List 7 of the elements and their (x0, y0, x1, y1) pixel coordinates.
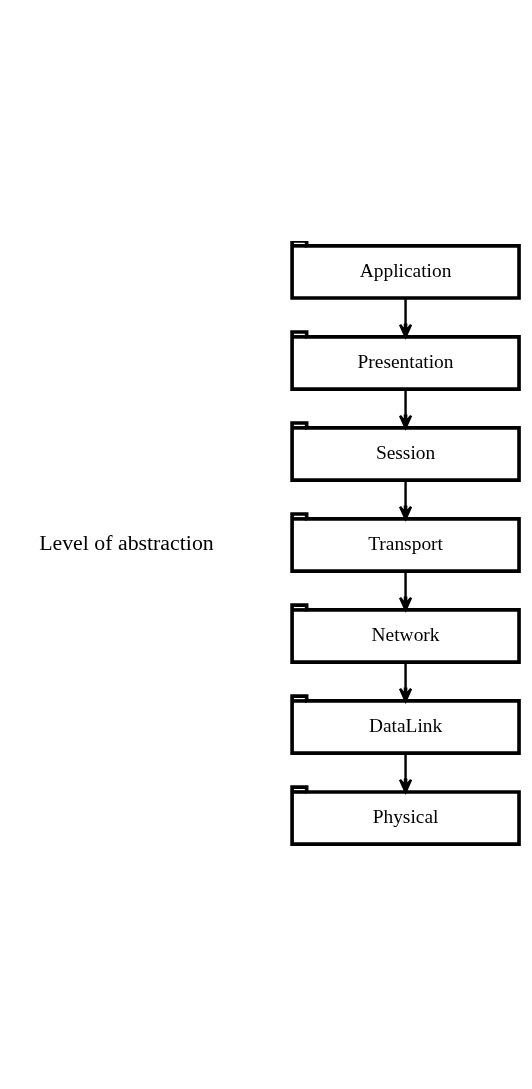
arrow (398, 388, 413, 429)
arrow (398, 752, 413, 793)
label: Level of abstraction (39, 530, 214, 555)
arrow (398, 479, 413, 520)
arrow (398, 570, 413, 611)
arrow (398, 297, 413, 338)
arrow (398, 661, 413, 702)
